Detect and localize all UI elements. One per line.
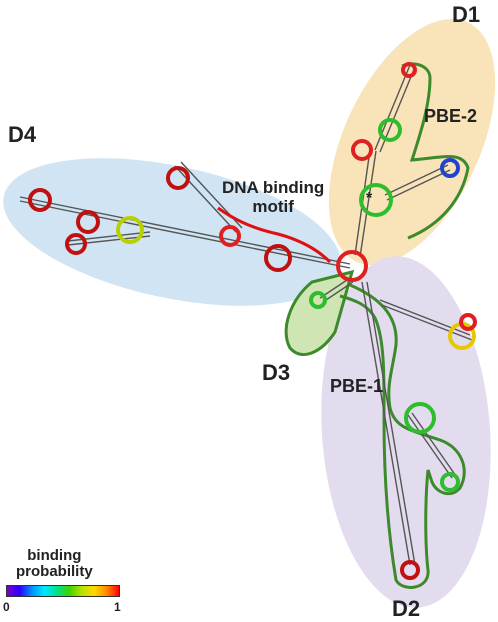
- motif-label-line-2: motif: [252, 197, 294, 216]
- legend-title-line-1: binding: [27, 547, 82, 564]
- d1-left-loop: [351, 139, 373, 161]
- dna-binding-motif-label: DNA binding motif: [222, 178, 324, 216]
- domain-label-d1: D1: [452, 2, 481, 27]
- d2-junction-loop: [404, 402, 436, 434]
- dna-binding-motif-line: [217, 206, 332, 264]
- asterisk-marker: *: [366, 190, 373, 207]
- d3-terminal-loop: [309, 291, 327, 309]
- domain-label-d3: D3: [262, 360, 291, 385]
- pbe2-label: PBE-2: [424, 106, 478, 126]
- legend-title: binding probability: [16, 548, 93, 580]
- legend-title-line-2: probability: [16, 563, 93, 580]
- d4-internal-loop-4: [219, 225, 241, 247]
- pbe2-outline: [401, 62, 470, 240]
- d4-terminal-loop: [28, 188, 52, 212]
- d1-middle-loop: [378, 118, 402, 142]
- d2-region: [321, 256, 491, 608]
- motif-label-line-1: DNA binding: [222, 178, 325, 197]
- d3-outline: [284, 269, 355, 357]
- legend-colorbar: [6, 585, 120, 597]
- domain-label-d2: D2: [392, 596, 421, 621]
- rna-loops: [28, 62, 477, 580]
- d4-internal-loop-3: [116, 216, 144, 244]
- domain-label-d4: D4: [8, 122, 37, 147]
- d2-bottom-loop: [400, 560, 420, 580]
- d4-internal-loop-5: [264, 244, 292, 272]
- legend-max-label: 1: [114, 600, 121, 614]
- d4-internal-loop-1: [76, 210, 100, 234]
- legend-min-label: 0: [3, 600, 10, 614]
- d4-upper-loop: [166, 166, 190, 190]
- d2-lower-right-loop: [440, 472, 460, 492]
- pbe1-outline: [339, 283, 466, 589]
- central-junction-loop: [336, 250, 368, 282]
- d1-junction-loop: [359, 183, 393, 217]
- d4-internal-loop-2: [65, 233, 87, 255]
- d2-small-loop: [459, 313, 477, 331]
- d1-right-loop: [440, 158, 460, 178]
- pbe1-label: PBE-1: [330, 376, 384, 396]
- d1-apical-loop: [401, 62, 417, 78]
